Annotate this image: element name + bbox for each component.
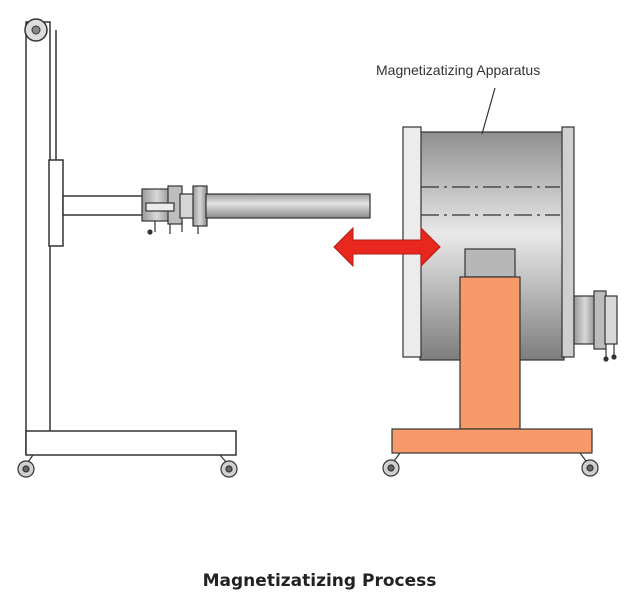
stand-column [25,21,51,455]
top-pulley-icon [24,18,48,42]
stand-pillar [459,276,521,430]
apparatus-support-stand [391,248,593,454]
caster-wheel-icon [17,454,35,478]
double-headed-arrow-icon [333,226,441,268]
caster-wheel-icon [219,454,238,478]
coil-connector [573,290,618,362]
caster-wheel-icon [382,452,401,477]
probe-rod [205,193,371,219]
apparatus-callout-label: Magnetizatizing Apparatus [376,62,541,78]
stand-mount-block [464,248,516,278]
stand-base [25,430,237,456]
callout-leader-line [481,87,496,135]
stand-base-plate [391,428,593,454]
arm-coupling [141,185,208,235]
coil-right-flange [561,126,575,358]
left-manipulator-stand [24,18,237,456]
figure-caption: Magnetizatizing Process [202,571,437,591]
caster-wheel-icon [579,452,599,477]
horizontal-arm [62,195,154,216]
column-slider [48,159,64,247]
